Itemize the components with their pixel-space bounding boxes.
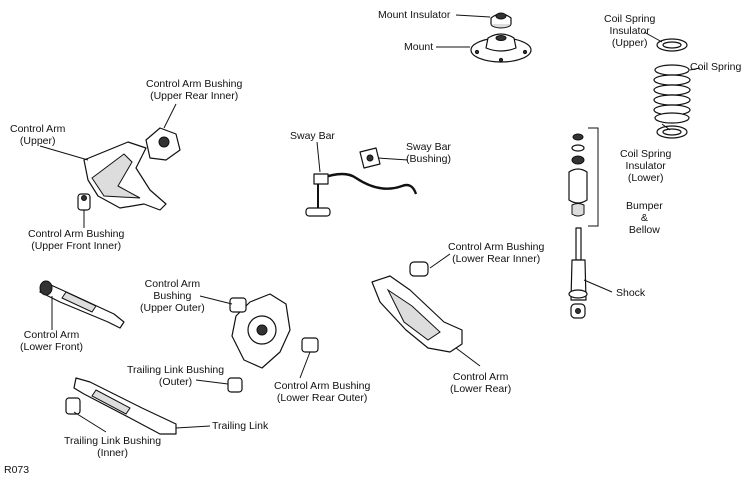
knuckle-part [227, 293, 319, 393]
label-text: Coil Spring [690, 61, 742, 73]
label-line: Bellow [628, 224, 660, 236]
trailing-link-part [65, 377, 177, 435]
upper-control-arm-part [77, 127, 181, 211]
label-line: (Lower Rear Outer) [276, 392, 368, 404]
label-mount-insulator: Mount Insulator [378, 9, 450, 21]
label-text: Shock [616, 287, 646, 299]
label-line: Control Arm [452, 371, 509, 383]
label-trailing-link: Trailing Link [212, 420, 268, 432]
label-coil-spring-insulator-upper: Coil Spring Insulator (Upper) [604, 13, 655, 49]
label-control-arm-bushing-upper-rear-inner: Control Arm Bushing (Upper Rear Inner) [146, 78, 242, 102]
label-line: (Bushing) [406, 153, 451, 165]
shock-part [568, 227, 588, 319]
label-bumper-bellow: Bumper & Bellow [626, 200, 663, 236]
label-line: & [640, 212, 648, 224]
label-text: Mount Insulator [378, 9, 451, 21]
label-line: (Lower Rear) [450, 383, 512, 395]
mount-insulator-part [490, 12, 512, 29]
lower-rear-control-arm-part [371, 261, 463, 353]
label-line: (Lower Front) [20, 341, 84, 353]
label-line: Control Arm Bushing [274, 380, 371, 392]
sway-bar-part [305, 147, 418, 217]
label-line: Control Arm [144, 278, 201, 290]
label-control-arm-bushing-lower-rear-inner: Control Arm Bushing (Lower Rear Inner) [448, 241, 544, 265]
label-shock: Shock [616, 287, 645, 299]
label-text: Mount [404, 41, 434, 53]
lower-front-control-arm-part [39, 280, 125, 329]
label-line: (Upper Rear Inner) [150, 90, 239, 102]
label-control-arm-upper: Control Arm (Upper) [10, 123, 65, 147]
label-line: Trailing Link Bushing [127, 364, 225, 376]
label-mount: Mount [404, 41, 433, 53]
label-line: (Upper) [611, 37, 648, 49]
label-line: Control Arm Bushing [28, 228, 125, 240]
label-line: Bumper [626, 200, 663, 212]
label-coil-spring-insulator-lower: Coil Spring Insulator (Lower) [620, 148, 671, 184]
label-control-arm-bushing-lower-rear-outer: Control Arm Bushing (Lower Rear Outer) [274, 380, 370, 404]
label-line: (Lower) [627, 172, 664, 184]
label-text: Trailing Link [212, 420, 269, 432]
label-trailing-link-bushing-inner: Trailing Link Bushing (Inner) [64, 435, 161, 459]
label-trailing-link-bushing-outer: Trailing Link Bushing (Outer) [127, 364, 224, 388]
label-line: Control Arm Bushing [146, 78, 243, 90]
label-control-arm-lower-front: Control Arm (Lower Front) [20, 329, 83, 353]
label-line: Trailing Link Bushing [64, 435, 162, 447]
bumper-bellow-part [568, 127, 599, 227]
label-line: Sway Bar [406, 141, 451, 153]
label-sway-bar-bushing: Sway Bar (Bushing) [406, 141, 451, 165]
label-text: Sway Bar [290, 130, 335, 142]
label-control-arm-lower-rear: Control Arm (Lower Rear) [450, 371, 511, 395]
label-line: Coil Spring [604, 13, 656, 25]
leader-lines [39, 14, 701, 433]
label-coil-spring: Coil Spring [690, 61, 741, 73]
label-line: (Upper Outer) [140, 302, 205, 314]
label-line: (Inner) [97, 447, 129, 459]
label-control-arm-bushing-upper-front-inner: Control Arm Bushing (Upper Front Inner) [28, 228, 124, 252]
label-line: Control Arm [23, 329, 80, 341]
label-line: (Upper Front Inner) [31, 240, 122, 252]
mount-part [470, 33, 532, 63]
label-line: Control Arm Bushing [448, 241, 545, 253]
figure-code: R073 [4, 464, 29, 476]
label-line: (Upper) [19, 135, 56, 147]
label-control-arm-bushing-upper-outer: Control Arm Bushing (Upper Outer) [140, 278, 205, 314]
label-line: Insulator [609, 25, 650, 37]
label-sway-bar: Sway Bar [290, 130, 335, 142]
label-text: R073 [4, 464, 30, 476]
coil-spring-part [653, 64, 691, 124]
label-line: Coil Spring [620, 148, 672, 160]
label-line: Bushing [153, 290, 192, 302]
label-line: Insulator [625, 160, 666, 172]
label-line: (Lower Rear Inner) [452, 253, 541, 265]
label-line: (Outer) [158, 376, 193, 388]
label-line: Control Arm [10, 123, 66, 135]
